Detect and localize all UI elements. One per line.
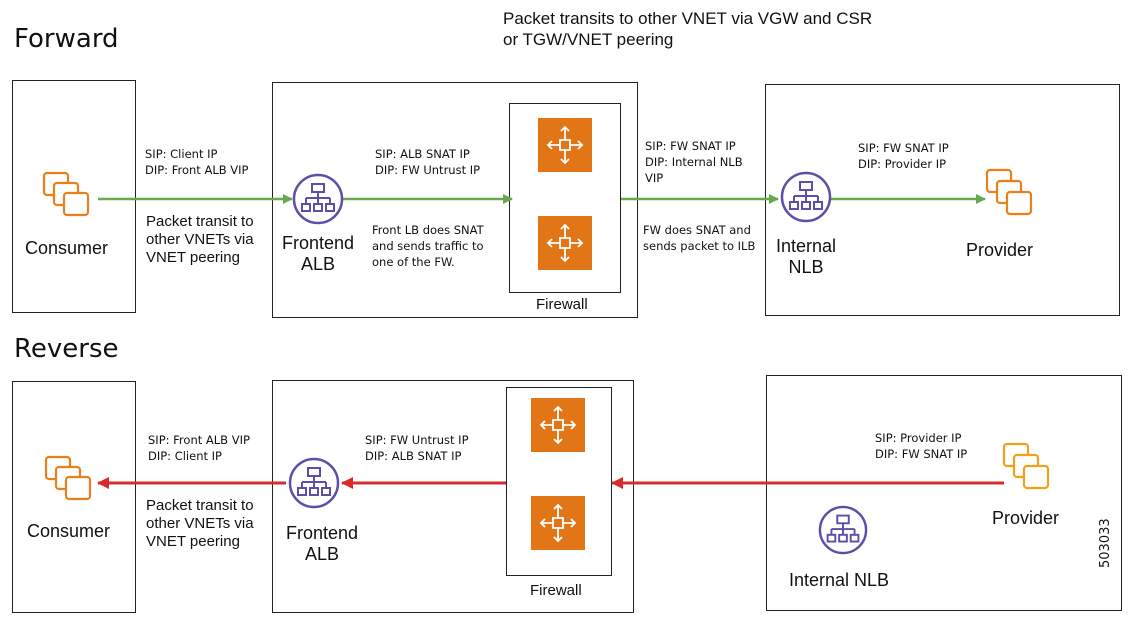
label-line: SIP: Provider IP bbox=[875, 431, 962, 445]
header-note: Packet transits to other VNET via VGW an… bbox=[503, 8, 872, 50]
reverse-provider-label: Provider bbox=[992, 508, 1060, 528]
note-line: other VNETs via bbox=[146, 515, 254, 532]
forward-fw-to-nlb-note: FW does SNAT and sends packet to ILB bbox=[643, 222, 755, 254]
forward-firewall-1-icon bbox=[538, 118, 592, 172]
forward-internal-nlb-icon bbox=[780, 171, 832, 223]
label-line: ALB bbox=[304, 544, 340, 564]
reverse-frontend-alb-icon bbox=[288, 457, 340, 509]
forward-provider-label: Provider bbox=[966, 240, 1034, 260]
forward-firewall-label: Firewall bbox=[536, 296, 588, 313]
reverse-provider-to-fw-labels: SIP: Provider IP DIP: FW SNAT IP bbox=[875, 430, 967, 462]
forward-consumer-link-labels: SIP: Client IP DIP: Front ALB VIP bbox=[145, 146, 248, 178]
reverse-provider-instances-icon bbox=[1002, 442, 1050, 490]
label-line: DIP: ALB SNAT IP bbox=[365, 449, 462, 463]
note-line: VNET peering bbox=[146, 249, 240, 266]
forward-firewall-2-icon bbox=[538, 216, 592, 270]
reverse-provider-box bbox=[766, 375, 1122, 611]
label-line: Frontend bbox=[281, 233, 355, 253]
note-line: FW does SNAT and bbox=[643, 223, 751, 237]
label-line: SIP: FW SNAT IP bbox=[858, 141, 949, 155]
reverse-alb-to-consumer-note: Packet transit to other VNETs via VNET p… bbox=[146, 497, 254, 551]
label-line: DIP: FW Untrust IP bbox=[375, 163, 481, 177]
reverse-firewall-label: Firewall bbox=[530, 582, 582, 599]
forward-frontend-alb-label: Frontend ALB bbox=[278, 233, 358, 275]
label-line: DIP: Internal NLB bbox=[645, 155, 743, 169]
label-line: DIP: FW SNAT IP bbox=[875, 447, 968, 461]
forward-nlb-to-provider-labels: SIP: FW SNAT IP DIP: Provider IP bbox=[858, 140, 949, 172]
reverse-consumer-label: Consumer bbox=[27, 521, 111, 541]
note-line: sends packet to ILB bbox=[643, 239, 756, 253]
note-line: VNET peering bbox=[146, 533, 240, 550]
header-note-line-1: Packet transits to other VNET via VGW an… bbox=[503, 9, 873, 28]
label-line: VIP bbox=[645, 171, 664, 185]
label-line: SIP: FW SNAT IP bbox=[645, 139, 736, 153]
label-line: DIP: Front ALB VIP bbox=[145, 163, 249, 177]
reverse-firewall-2-icon bbox=[531, 496, 585, 550]
note-line: one of the FW. bbox=[372, 255, 455, 269]
header-note-line-2: or TGW/VNET peering bbox=[503, 30, 674, 49]
note-line: Front LB does SNAT bbox=[372, 223, 484, 237]
forward-consumer-instances-icon bbox=[42, 171, 90, 217]
reverse-alb-to-consumer-labels: SIP: Front ALB VIP DIP: Client IP bbox=[148, 432, 250, 464]
forward-consumer-link-note: Packet transit to other VNETs via VNET p… bbox=[146, 213, 254, 267]
label-line: DIP: Provider IP bbox=[858, 157, 947, 171]
note-line: Packet transit to bbox=[146, 213, 254, 230]
reverse-internal-nlb-label: Internal NLB bbox=[789, 570, 890, 590]
forward-title: Forward bbox=[14, 24, 119, 54]
forward-frontend-alb-icon bbox=[292, 173, 344, 225]
label-line: DIP: Client IP bbox=[148, 449, 222, 463]
label-line: Internal bbox=[775, 236, 837, 256]
figure-id: 503033 bbox=[1098, 518, 1113, 568]
reverse-fw-to-alb-labels: SIP: FW Untrust IP DIP: ALB SNAT IP bbox=[365, 432, 469, 464]
forward-provider-instances-icon bbox=[985, 168, 1033, 216]
forward-internal-nlb-label: Internal NLB bbox=[770, 236, 842, 278]
note-line: Packet transit to bbox=[146, 497, 254, 514]
forward-alb-to-fw-labels: SIP: ALB SNAT IP DIP: FW Untrust IP bbox=[375, 146, 480, 178]
reverse-firewall-1-icon bbox=[531, 398, 585, 452]
label-line: SIP: Front ALB VIP bbox=[148, 433, 250, 447]
label-line: SIP: FW Untrust IP bbox=[365, 433, 469, 447]
label-line: ALB bbox=[300, 254, 336, 274]
reverse-internal-nlb-icon bbox=[818, 505, 868, 555]
forward-consumer-label: Consumer bbox=[25, 238, 109, 258]
note-line: and sends traffic to bbox=[372, 239, 484, 253]
label-line: Frontend bbox=[285, 523, 359, 543]
forward-alb-to-fw-note: Front LB does SNAT and sends traffic to … bbox=[372, 222, 484, 270]
note-line: other VNETs via bbox=[146, 231, 254, 248]
reverse-frontend-alb-label: Frontend ALB bbox=[282, 523, 362, 565]
reverse-consumer-instances-icon bbox=[44, 455, 92, 501]
label-line: SIP: Client IP bbox=[145, 147, 218, 161]
forward-fw-to-nlb-labels: SIP: FW SNAT IP DIP: Internal NLB VIP bbox=[645, 138, 743, 186]
reverse-title: Reverse bbox=[14, 334, 119, 364]
label-line: SIP: ALB SNAT IP bbox=[375, 147, 470, 161]
label-line: NLB bbox=[788, 257, 824, 277]
